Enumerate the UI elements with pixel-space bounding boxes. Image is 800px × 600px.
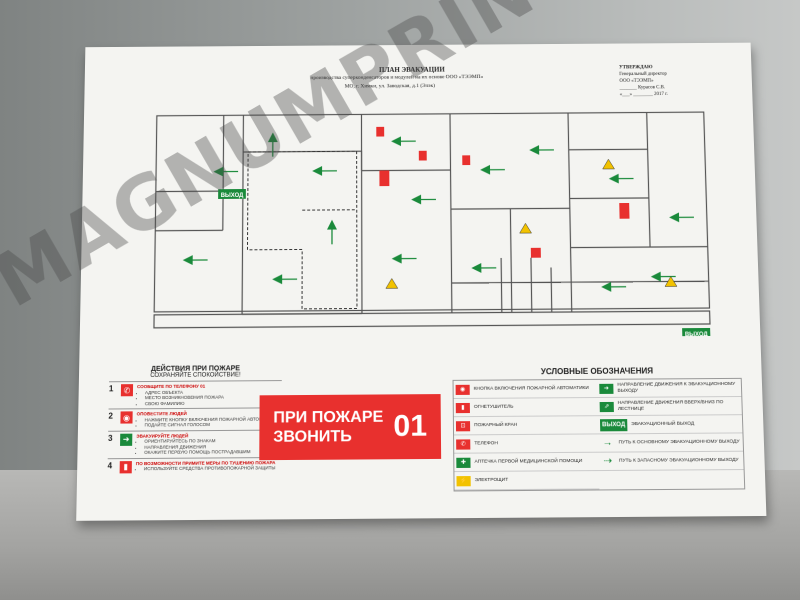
step-text: ЭВАКУИРУЙТЕ ЛЮДЕЙ ОРИЕНТИРУЙТЕСЬ ПО ЗНАК… (136, 432, 251, 455)
legend-label: ТЕЛЕФОН (474, 440, 498, 447)
phone-icon: ✆ (120, 384, 134, 397)
call-line-2: ЗВОНИТЬ (273, 428, 352, 446)
evacuate-icon: ➜ (120, 433, 133, 446)
legend-label: ПУТЬ К ЗАПАСНОМУ ЭВАКУАЦИОННОМУ ВЫХОДУ (618, 457, 739, 464)
extinguisher-icon: ▮ (455, 402, 470, 413)
legend-label: НАПРАВЛЕНИЕ ДВИЖЕНИЯ ВВЕРХ/ВНИЗ ПО ЛЕСТН… (617, 400, 724, 412)
legend-label: ПУТЬ К ОСНОВНОМУ ЭВАКУАЦИОННОМУ ВЫХОДУ (618, 439, 740, 446)
legend-item: ⊡ПОЖАРНЫЙ КРАН (453, 416, 599, 436)
legend-item: ⚡ЭЛЕКТРОЩИТ (454, 471, 600, 491)
step-item: МЕСТО ВОЗНИКНОВЕНИЯ ПОЖАРА (145, 395, 224, 401)
stairs-direction-icon: ⇗ (599, 401, 614, 412)
legend-item: ✆ТЕЛЕФОН (454, 434, 599, 454)
legend-item: → ПУТЬ К ОСНОВНОМУ ЭВАКУАЦИОННОМУ ВЫХОДУ (598, 433, 744, 453)
call-line-1: ПРИ ПОЖАРЕ (273, 408, 384, 427)
legend-title: УСЛОВНЫЕ ОБОЗНАЧЕНИЯ (540, 366, 654, 377)
step-number: 1 (108, 384, 114, 394)
exit-sign-icon: ВЫХОД (599, 418, 628, 431)
action-step: 2 ◉ ОПОВЕСТИТЕ ЛЮДЕЙ НАЖМИТЕ КНОПКУ ВКЛЮ… (108, 407, 282, 431)
legend-item: ▮ОГНЕТУШИТЕЛЬ (453, 398, 598, 418)
floor-plan: ВЫХОД ВЫХОД (152, 110, 713, 338)
legend-item: ➜НАПРАВЛЕНИЕ ДВИЖЕНИЯ К ЭВАКУАЦИОННОМУ В… (597, 378, 742, 399)
extinguisher-icon: ▮ (119, 460, 132, 473)
legend-item: ◉КНОПКА ВКЛЮЧЕНИЯ ПОЖАРНОЙ АВТОМАТИКИ (453, 379, 598, 400)
step-number: 4 (107, 460, 113, 470)
step-text: ПО ВОЗМОЖНОСТИ ПРИМИТЕ МЕРЫ ПО ТУШЕНИЮ П… (136, 460, 276, 472)
first-aid-icon: ✚ (456, 457, 471, 468)
action-step: 4 ▮ ПО ВОЗМОЖНОСТИ ПРИМИТЕ МЕРЫ ПО ТУШЕН… (107, 456, 282, 480)
legend-label: КНОПКА ВКЛЮЧЕНИЯ ПОЖАРНОЙ АВТОМАТИКИ (473, 385, 589, 392)
action-step: 3 ➜ ЭВАКУИРУЙТЕ ЛЮДЕЙ ОРИЕНТИРУЙТЕСЬ ПО … (107, 429, 282, 458)
legend-grid: ◉КНОПКА ВКЛЮЧЕНИЯ ПОЖАРНОЙ АВТОМАТИКИ ▮О… (452, 377, 746, 492)
main-route-icon: → (602, 437, 613, 449)
step-item: СВОЮ ФАМИЛИЮ (145, 400, 224, 406)
fire-actions-panel: ДЕЙСТВИЯ ПРИ ПОЖАРЕ СОХРАНЯЙТЕ СПОКОЙСТВ… (107, 365, 282, 480)
step-item: ИСПОЛЬЗУЙТЕ СРЕДСТВА ПРОТИВОПОЖАРНОЙ ЗАЩ… (144, 465, 275, 472)
electric-panel-icon: ⚡ (456, 475, 471, 486)
step-number: 2 (108, 411, 113, 421)
legend-label: ЭЛЕКТРОЩИТ (474, 477, 509, 483)
step-text: СООБЩИТЕ ПО ТЕЛЕФОНУ 01 АДРЕС ОБЪЕКТА МЕ… (137, 383, 224, 406)
alarm-button-icon: ◉ (120, 411, 133, 424)
evacuation-plan-board: ПЛАН ЭВАКУАЦИИ производства суперконденс… (76, 42, 767, 521)
legend-item: ⇢ ПУТЬ К ЗАПАСНОМУ ЭВАКУАЦИОННОМУ ВЫХОДУ (598, 451, 744, 472)
legend-label: АПТЕЧКА ПЕРВОЙ МЕДИЦИНСКОЙ ПОМОЩИ (474, 458, 583, 465)
actions-subtitle: СОХРАНЯЙТЕ СПОКОЙСТВИЕ! (150, 372, 241, 379)
step-number: 3 (107, 433, 113, 443)
legend-item: ✚АПТЕЧКА ПЕРВОЙ МЕДИЦИНСКОЙ ПОМОЩИ (454, 452, 600, 473)
approval-date: «___» ________ 2017 г. (619, 92, 668, 98)
step-heading-accent: 01 (200, 383, 206, 389)
legend-panel: УСЛОВНЫЕ ОБОЗНАЧЕНИЯ ◉КНОПКА ВКЛЮЧЕНИЯ П… (452, 366, 746, 492)
alarm-button-icon: ◉ (455, 384, 470, 395)
plan-exit-sign-right: ВЫХОД (685, 332, 709, 338)
direction-exit-icon: ➜ (599, 383, 614, 394)
step-item: ОКАЖИТЕ ПЕРВУЮ ПОМОЩЬ ПОСТРАДАВШИМ (144, 449, 250, 455)
step-text: ОПОВЕСТИТЕ ЛЮДЕЙ НАЖМИТЕ КНОПКУ ВКЛЮЧЕНИ… (136, 410, 278, 428)
plan-exit-sign-left: ВЫХОД (221, 193, 244, 199)
step-heading: ЭВАКУИРУЙТЕ ЛЮДЕЙ (136, 432, 189, 439)
fire-call-banner: ПРИ ПОЖАРЕ ЗВОНИТЬ 01 (259, 394, 442, 461)
legend-item: ⇗НАПРАВЛЕНИЕ ДВИЖЕНИЯ ВВЕРХ/ВНИЗ ПО ЛЕСТ… (597, 396, 742, 417)
legend-column-right: ➜НАПРАВЛЕНИЕ ДВИЖЕНИЯ К ЭВАКУАЦИОННОМУ В… (597, 378, 744, 490)
fire-hose-icon: ⊡ (455, 420, 471, 431)
legend-label: ЭВАКУАЦИОННЫЙ ВЫХОД (631, 421, 695, 427)
step-heading: ОПОВЕСТИТЕ ЛЮДЕЙ (136, 410, 187, 417)
step-item: ПОДАЙТЕ СИГНАЛ ГОЛОСОМ (145, 421, 278, 428)
phone-icon: ✆ (456, 438, 471, 450)
step-heading: СООБЩИТЕ ПО ТЕЛЕФОНУ (137, 383, 199, 390)
legend-label: НАПРАВЛЕНИЕ ДВИЖЕНИЯ К ЭВАКУАЦИОННОМУ ВЫ… (617, 381, 736, 394)
approval-block: УТВЕРЖДАЮ Генеральный директор ООО «ТЭЭМ… (619, 64, 668, 98)
action-step: 1 ✆ СООБЩИТЕ ПО ТЕЛЕФОНУ 01 АДРЕС ОБЪЕКТ… (108, 380, 282, 409)
legend-label: ОГНЕТУШИТЕЛЬ (473, 404, 514, 410)
legend-column-left: ◉КНОПКА ВКЛЮЧЕНИЯ ПОЖАРНОЙ АВТОМАТИКИ ▮О… (453, 379, 600, 491)
call-number: 01 (393, 409, 428, 443)
spare-route-icon: ⇢ (603, 455, 613, 467)
legend-label: ПОЖАРНЫЙ КРАН (474, 422, 518, 428)
